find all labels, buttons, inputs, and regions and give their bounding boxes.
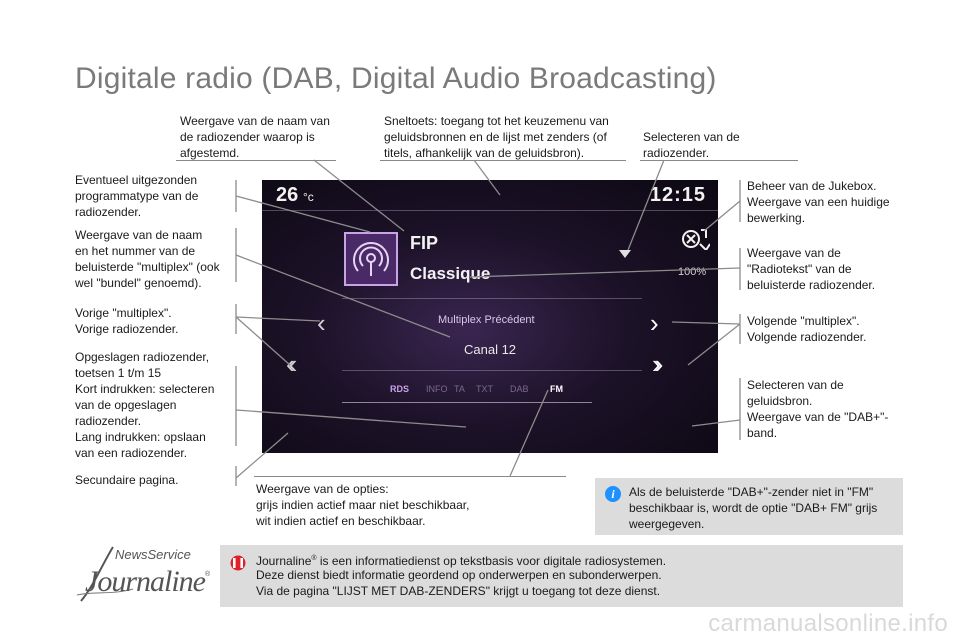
radio-screen: 26 °c 12:15 FIP Classique 100% ‹ › bbox=[262, 180, 718, 453]
prev-chevron-icon[interactable]: ‹ bbox=[317, 308, 326, 338]
callout-multiplex-name: Weergave van de naam en het nummer van d… bbox=[75, 228, 220, 290]
journaline-box: Journaline® is een informatiedienst op t… bbox=[220, 545, 903, 607]
callout-presets: Opgeslagen radiozender, toetsen 1 t/m 15… bbox=[75, 350, 215, 460]
temperature-unit: °c bbox=[303, 190, 314, 204]
options-bar: RDS INFO TA TXT DAB FM bbox=[382, 384, 592, 402]
programme-type: Classique bbox=[410, 264, 491, 283]
info-icon: i bbox=[605, 486, 621, 502]
callout-station-name: Weergave van de naam van de radiozender … bbox=[180, 114, 330, 160]
radio-broadcast-icon bbox=[344, 232, 398, 286]
callout-shortcut: Sneltoets: toegang tot het keuzemenu van… bbox=[384, 114, 609, 160]
option-txt[interactable]: TXT bbox=[476, 384, 493, 394]
journaline-word: Journaline bbox=[256, 554, 312, 568]
next-chevron-icon[interactable]: › bbox=[650, 308, 659, 338]
journaline-line3: Via de pagina "LIJST MET DAB-ZENDERS" kr… bbox=[256, 584, 661, 598]
temperature: 26 bbox=[276, 184, 299, 206]
info-box: i Als de beluisterde "DAB+"-zender niet … bbox=[595, 478, 903, 535]
option-ta[interactable]: TA bbox=[454, 384, 465, 394]
journaline-line2: Deze dienst biedt informatie geordend op… bbox=[256, 568, 662, 582]
callout-secondary: Secundaire pagina. bbox=[75, 473, 179, 487]
option-info[interactable]: INFO bbox=[426, 384, 448, 394]
multiplex-label: Multiplex Précédent bbox=[438, 314, 535, 326]
footer-watermark: carmanualsonline.info bbox=[708, 610, 948, 637]
station-name: FIP bbox=[410, 233, 439, 253]
option-rds[interactable]: RDS bbox=[390, 384, 410, 394]
callout-select-station: Selecteren van de radiozender. bbox=[643, 130, 740, 160]
jukebox-icon[interactable] bbox=[680, 224, 711, 252]
option-dab[interactable]: DAB bbox=[510, 384, 529, 394]
clock: 12:15 bbox=[649, 184, 706, 206]
callout-programme-type: Eventueel uitgezonden programmatype van … bbox=[75, 173, 199, 219]
journaline-swoosh-icon bbox=[76, 546, 134, 602]
callout-radiotext: Weergave van de "Radiotekst" van de belu… bbox=[747, 246, 876, 292]
rule-station-name bbox=[176, 160, 336, 162]
logo-reg: ® bbox=[205, 571, 211, 578]
journaline-line1: Journaline® is een informatiedienst op t… bbox=[256, 551, 666, 569]
rule-select-station bbox=[640, 160, 798, 162]
journaline-line1-rest: is een informatiedienst op tekstbasis vo… bbox=[316, 554, 667, 568]
logo-journaline: Journaline bbox=[85, 565, 206, 598]
option-fm[interactable]: FM bbox=[550, 384, 563, 394]
journaline-sup: ® bbox=[311, 555, 317, 562]
info-text: Als de beluisterde "DAB+"-zender niet in… bbox=[629, 485, 878, 531]
callout-prev: Vorige "multiplex". Vorige radiozender. bbox=[75, 306, 179, 336]
callout-next: Volgende "multiplex". Volgende radiozend… bbox=[747, 314, 867, 344]
page-title: Digitale radio (DAB, Digital Audio Broad… bbox=[75, 62, 717, 95]
logo-newsservice: NewsService bbox=[115, 547, 191, 562]
journaline-logo: NewsService Journaline ® bbox=[73, 543, 213, 607]
callout-jukebox: Beheer van de Jukebox. Weergave van een … bbox=[747, 179, 890, 225]
source-menu-arrow-icon[interactable] bbox=[619, 250, 631, 258]
callout-options: Weergave van de opties: grijs indien act… bbox=[256, 482, 470, 528]
multiplex-name: Canal 12 bbox=[464, 342, 517, 357]
rule-shortcut bbox=[380, 160, 626, 162]
warning-icon bbox=[229, 555, 247, 571]
rule-options bbox=[254, 476, 566, 478]
callout-source: Selecteren van de geluidsbron. Weergave … bbox=[747, 378, 889, 440]
